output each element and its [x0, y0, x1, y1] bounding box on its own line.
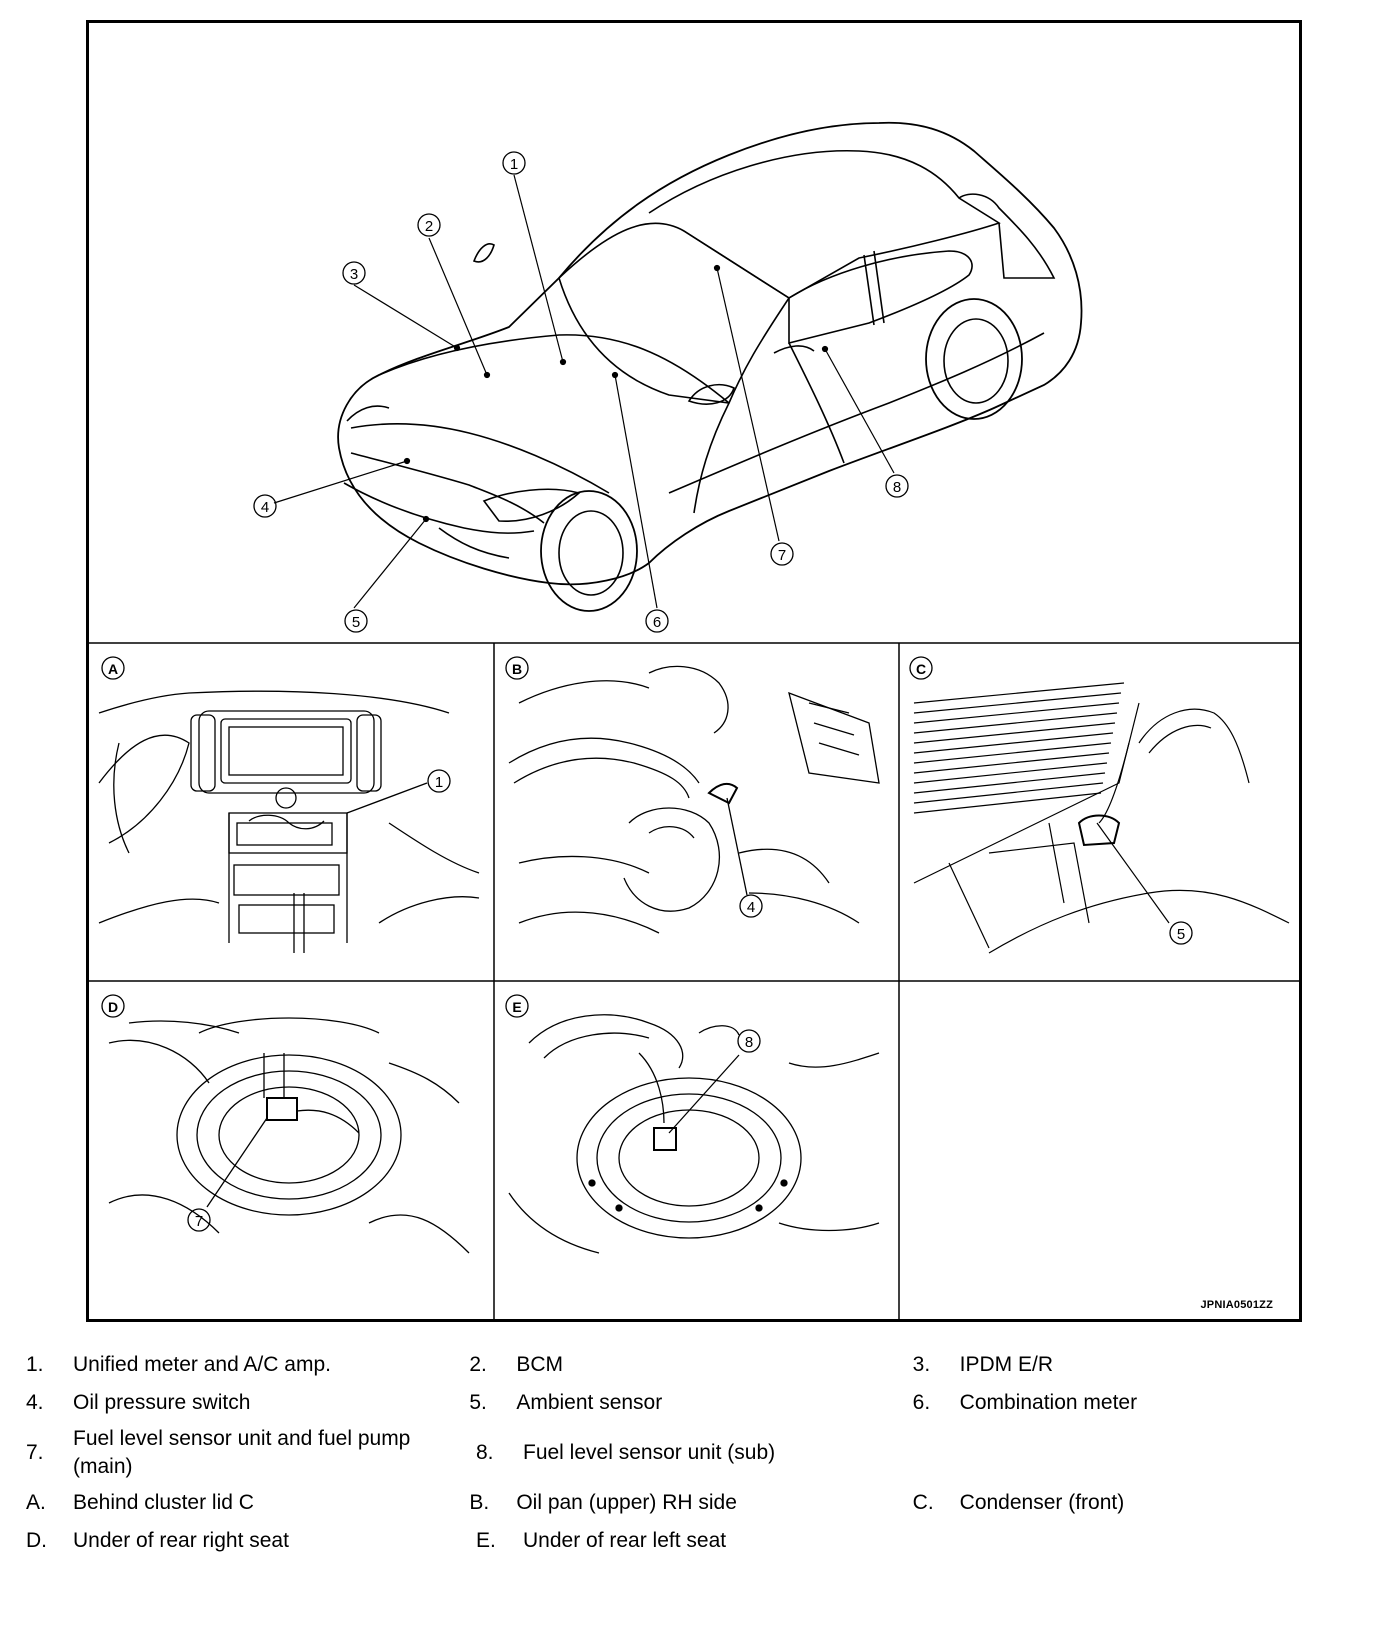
- legend-text: IPDM E/R: [959, 1353, 1053, 1376]
- panel-letter-e: E: [505, 994, 529, 1018]
- component-location-figure: 1 2 3 4 5 6 7 8 1 4 5 7 8 A B C D E JPNI…: [86, 20, 1302, 1322]
- svg-text:6: 6: [653, 614, 661, 631]
- panel-letter-c: C: [909, 656, 933, 680]
- legend-num: 8.: [476, 1441, 494, 1464]
- panel-letter-b: B: [505, 656, 529, 680]
- svg-text:B: B: [512, 661, 522, 677]
- legend-text: Oil pressure switch: [73, 1391, 251, 1414]
- svg-text:8: 8: [893, 479, 901, 496]
- panel-d-illustration: [108, 1017, 470, 1254]
- svg-text:3: 3: [350, 266, 358, 283]
- legend-item: 3. IPDM E/R: [913, 1351, 1356, 1379]
- callout-3: 3: [342, 261, 366, 285]
- panel-e-illustration: [508, 1014, 880, 1254]
- legend-row: 4. Oil pressure switch 5. Ambient sensor 6…: [26, 1384, 1356, 1422]
- figure-code: JPNIA0501ZZ: [1200, 1299, 1273, 1311]
- legend-row: 7. Fuel level sensor unit and fuel pump (…: [26, 1422, 1356, 1484]
- legend-num: D.: [26, 1529, 47, 1552]
- callout-4-panel-b: 4: [739, 894, 763, 918]
- legend-num: 7.: [26, 1441, 44, 1464]
- legend-text: Behind cluster lid C: [73, 1491, 254, 1514]
- callout-7-panel-d: 7: [187, 1208, 211, 1232]
- legend-text: Combination meter: [959, 1391, 1138, 1414]
- legend-item: B. Oil pan (upper) RH side: [469, 1489, 912, 1517]
- callout-6: 6: [645, 609, 669, 633]
- svg-text:5: 5: [1177, 926, 1185, 943]
- svg-text:D: D: [108, 999, 118, 1015]
- svg-text:5: 5: [352, 614, 360, 631]
- svg-text:8: 8: [745, 1034, 753, 1051]
- legend-text: Under of rear left seat: [523, 1529, 727, 1552]
- legend-num: A.: [26, 1491, 46, 1514]
- legend-item: E. Under of rear left seat: [476, 1527, 926, 1555]
- svg-text:2: 2: [425, 218, 433, 235]
- legend: 1. Unified meter and A/C amp. 2. BCM 3. IPD…: [26, 1346, 1356, 1560]
- panel-letter-d: D: [101, 994, 125, 1018]
- legend-num: 1.: [26, 1353, 44, 1376]
- svg-text:E: E: [512, 999, 521, 1015]
- callout-1-panel-a: 1: [427, 769, 451, 793]
- callout-markers: 1 2 3 4 5 6 7 8 1 4 5 7 8: [187, 151, 1193, 1232]
- overview-callout-leaders: [273, 174, 895, 609]
- legend-item: A. Behind cluster lid C: [26, 1489, 469, 1517]
- callout-7: 7: [770, 542, 794, 566]
- legend-item: 5. Ambient sensor: [469, 1389, 912, 1417]
- panel-a-illustration: [98, 690, 480, 953]
- legend-item: 1. Unified meter and A/C amp.: [26, 1351, 469, 1379]
- legend-item: 8. Fuel level sensor unit (sub): [476, 1439, 926, 1467]
- legend-text: Fuel level sensor unit (sub): [523, 1441, 776, 1464]
- legend-num: 2.: [469, 1353, 487, 1376]
- svg-text:7: 7: [195, 1213, 203, 1230]
- panel-b-illustration: [508, 665, 880, 934]
- legend-num: 4.: [26, 1391, 44, 1414]
- legend-item: 7. Fuel level sensor unit and fuel pump (…: [26, 1425, 476, 1481]
- svg-text:4: 4: [261, 499, 269, 516]
- legend-num: E.: [476, 1529, 496, 1552]
- callout-8-panel-e: 8: [737, 1029, 761, 1053]
- legend-text: Unified meter and A/C amp.: [73, 1353, 331, 1376]
- callout-2: 2: [417, 213, 441, 237]
- legend-item: C. Condenser (front): [913, 1489, 1356, 1517]
- car-illustration: [337, 121, 1083, 612]
- callout-8: 8: [885, 474, 909, 498]
- legend-text: Oil pan (upper) RH side: [516, 1491, 737, 1514]
- legend-num: 3.: [912, 1353, 931, 1376]
- panel-c-illustration: [913, 682, 1290, 954]
- svg-text:A: A: [108, 661, 118, 677]
- legend-item: 6. Combination meter: [913, 1389, 1356, 1417]
- legend-text: Fuel level sensor unit and fuel pump (ma…: [73, 1427, 411, 1478]
- svg-text:4: 4: [747, 899, 755, 916]
- figure-drawing: 1 2 3 4 5 6 7 8 1 4 5 7 8 A B C D E: [89, 121, 1299, 1319]
- legend-num: 6.: [912, 1391, 931, 1414]
- callout-5: 5: [344, 609, 368, 633]
- callout-5-panel-c: 5: [1169, 921, 1193, 945]
- legend-num: 5.: [469, 1391, 487, 1414]
- legend-text: BCM: [516, 1353, 563, 1376]
- legend-text: Ambient sensor: [516, 1391, 663, 1414]
- legend-item: 4. Oil pressure switch: [26, 1389, 469, 1417]
- svg-text:C: C: [916, 661, 926, 677]
- callout-1: 1: [502, 151, 526, 175]
- panel-letters: A B C D E: [101, 656, 933, 1018]
- legend-text: Condenser (front): [959, 1491, 1125, 1514]
- legend-row: 1. Unified meter and A/C amp. 2. BCM 3. IPD…: [26, 1346, 1356, 1384]
- legend-num: B.: [469, 1491, 490, 1514]
- legend-num: C.: [912, 1491, 934, 1514]
- legend-text: Under of rear right seat: [73, 1529, 289, 1552]
- panel-letter-a: A: [101, 656, 125, 680]
- legend-item: D. Under of rear right seat: [26, 1527, 476, 1555]
- callout-4: 4: [253, 494, 277, 518]
- svg-text:1: 1: [435, 774, 443, 791]
- legend-item: 2. BCM: [469, 1351, 912, 1379]
- svg-text:1: 1: [510, 156, 518, 173]
- svg-text:7: 7: [778, 547, 786, 564]
- legend-row: D. Under of rear right seat E. Under of re…: [26, 1522, 1356, 1560]
- legend-row: A. Behind cluster lid C B. Oil pan (upper)…: [26, 1484, 1356, 1522]
